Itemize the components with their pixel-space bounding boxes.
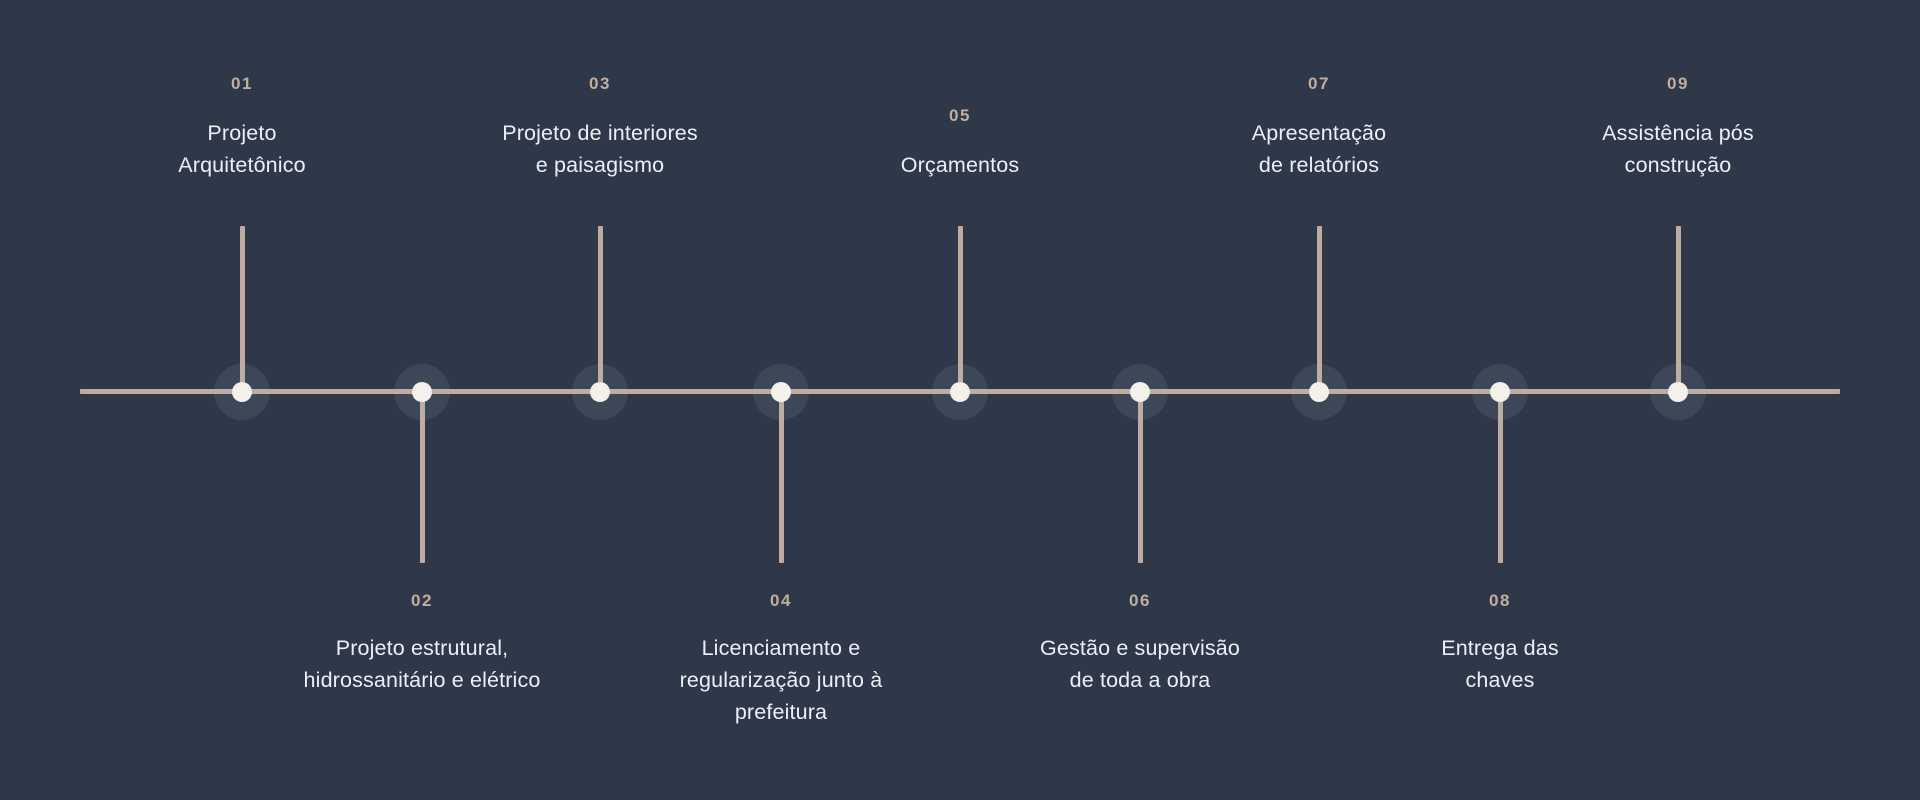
timeline-node[interactable] xyxy=(572,364,628,420)
timeline-node-dot xyxy=(1490,382,1510,402)
step-number: 06 xyxy=(1128,591,1152,610)
step-title: Licenciamento e regularização junto à pr… xyxy=(679,636,883,724)
timeline-node[interactable] xyxy=(1650,364,1706,420)
timeline-node[interactable] xyxy=(394,364,450,420)
timeline-node[interactable] xyxy=(1472,364,1528,420)
step-number: 03 xyxy=(588,74,612,94)
step-title: Orçamentos xyxy=(900,153,1020,178)
step-stem xyxy=(419,392,425,563)
step-number: 07 xyxy=(1307,74,1331,94)
step-title: Projeto Arquitetônico xyxy=(178,121,306,178)
timeline-node[interactable] xyxy=(753,364,809,420)
step-title: Entrega das chaves xyxy=(1441,636,1559,692)
step-stem xyxy=(1137,392,1143,563)
timeline-node-dot xyxy=(1668,382,1688,402)
timeline-node-dot xyxy=(412,382,432,402)
timeline-node-dot xyxy=(950,382,970,402)
step-number: 09 xyxy=(1666,74,1690,94)
timeline-node-dot xyxy=(1309,382,1329,402)
step-number: 02 xyxy=(410,591,434,610)
timeline-node[interactable] xyxy=(1112,364,1168,420)
step-stem xyxy=(1497,392,1503,563)
step-stem xyxy=(239,226,245,392)
timeline-node[interactable] xyxy=(1291,364,1347,420)
step-number: 04 xyxy=(769,591,793,610)
step-title: Gestão e supervisão de toda a obra xyxy=(1039,636,1241,692)
step-title: Apresentação de relatórios xyxy=(1251,121,1387,178)
step-stem xyxy=(1316,226,1322,392)
step-title: Projeto estrutural, hidrossanitário e el… xyxy=(303,636,541,692)
step-number: 01 xyxy=(230,74,254,94)
step-stem xyxy=(957,226,963,392)
step-title: Assistência pós construção xyxy=(1602,121,1754,178)
timeline-node-dot xyxy=(1130,382,1150,402)
timeline-node-dot xyxy=(232,382,252,402)
step-stem xyxy=(778,392,784,563)
step-stem xyxy=(1675,226,1681,392)
step-number: 05 xyxy=(948,106,972,126)
step-stem xyxy=(597,226,603,392)
timeline-node-dot xyxy=(771,382,791,402)
timeline-node-dot xyxy=(590,382,610,402)
step-number: 08 xyxy=(1488,591,1512,610)
timeline-node[interactable] xyxy=(214,364,270,420)
timeline-node[interactable] xyxy=(932,364,988,420)
step-title: Projeto de interiores e paisagismo xyxy=(502,121,698,178)
